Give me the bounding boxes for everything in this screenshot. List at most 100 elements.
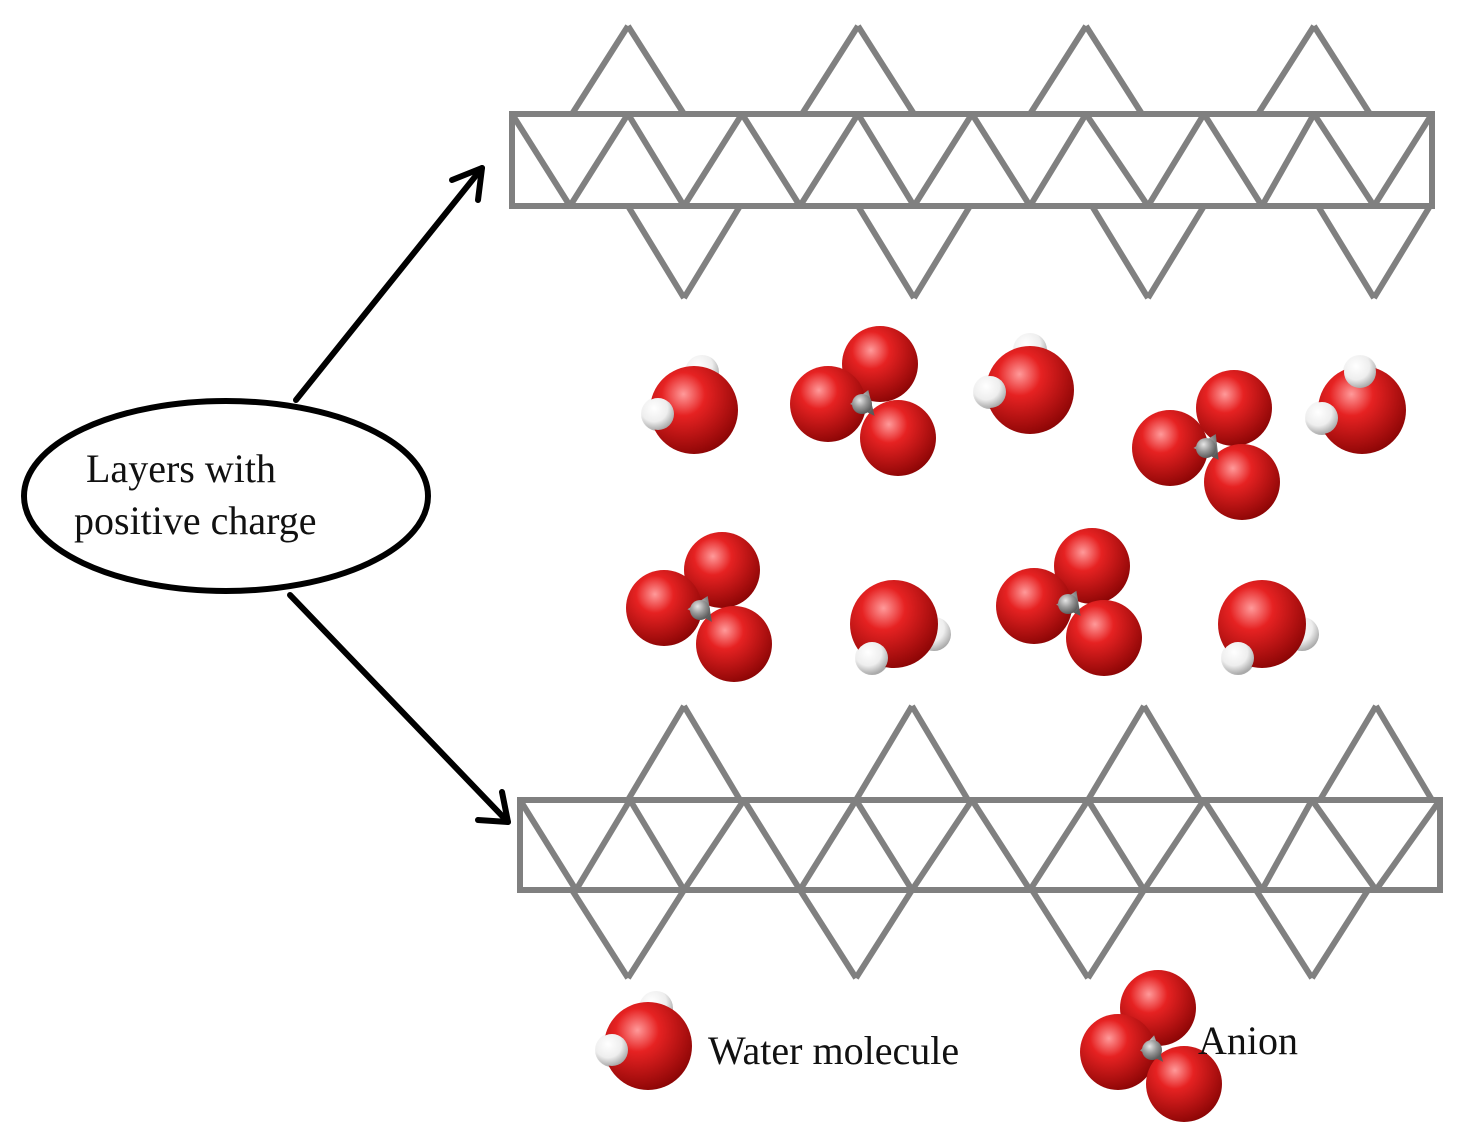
layer-edge <box>1085 888 1147 980</box>
layer-edge <box>625 24 687 116</box>
layer-edge <box>739 112 803 208</box>
layer-edge <box>627 798 687 892</box>
hydrogen-atom <box>596 1034 628 1066</box>
layer-edge <box>1309 798 1379 892</box>
arrow-to-top-layer <box>293 165 485 403</box>
oxygen-atom <box>1132 410 1208 486</box>
layer-edge <box>909 798 975 892</box>
oxygen-atom <box>790 366 866 442</box>
oxygen-atom <box>1146 1046 1222 1122</box>
water-molecule <box>595 991 692 1090</box>
layer-edge <box>1201 112 1265 208</box>
hydrogen-atom <box>856 642 888 674</box>
oxygen-atom <box>1080 1014 1156 1090</box>
arrow-to-bottom-layer <box>287 592 511 825</box>
layer-edge <box>909 704 971 802</box>
layer-edge <box>799 24 861 116</box>
water-molecule <box>1218 580 1319 675</box>
layer-edge <box>855 24 917 116</box>
oxygen-atom <box>996 568 1072 644</box>
water-molecule <box>973 333 1074 434</box>
oxygen-atom <box>626 570 702 646</box>
oxygen-atom <box>696 606 772 682</box>
bottom-positive-layer <box>517 704 1443 980</box>
oxygen-atom <box>986 346 1074 434</box>
layer-edge <box>625 888 687 980</box>
interlayer-molecules <box>626 326 1406 682</box>
layer-edge <box>1027 798 1091 892</box>
top-positive-layer <box>509 24 1435 300</box>
layer-edge <box>1311 24 1373 116</box>
layer-edge <box>855 204 917 300</box>
layer-edge <box>1311 112 1377 208</box>
layer-edge <box>1089 204 1151 300</box>
layer-edge <box>969 112 1033 208</box>
layer-edge <box>1309 888 1371 980</box>
layer-edge <box>681 112 745 208</box>
oxygen-atom <box>1066 600 1142 676</box>
hydrogen-atom <box>1344 356 1376 388</box>
hydrogen-atom <box>1222 642 1254 674</box>
layer-edge <box>1253 888 1315 980</box>
layer-edge <box>853 704 915 802</box>
anion <box>626 532 772 682</box>
legend-water-label: Water molecule <box>708 1028 959 1073</box>
legend: Water molecule Anion <box>595 970 1298 1122</box>
oxygen-atom <box>650 366 738 454</box>
oxygen-atom <box>684 532 760 608</box>
oxygen-atom <box>1196 370 1272 446</box>
layer-edge <box>681 704 743 802</box>
layer-frame <box>509 111 1435 209</box>
layer-edge <box>1085 798 1147 892</box>
oxygen-atom <box>860 400 936 476</box>
hydrogen-atom <box>974 376 1006 408</box>
oxygen-atom <box>604 1002 692 1090</box>
callout-line-1: Layers with <box>86 446 276 491</box>
layer-edge <box>1083 112 1151 208</box>
oxygen-atom <box>1318 366 1406 454</box>
layer-edge <box>569 24 631 116</box>
layer-callout: Layers with positive charge <box>21 398 431 594</box>
legend-anion-label: Anion <box>1198 1018 1298 1063</box>
layer-edge <box>517 798 579 892</box>
layer-edge <box>1029 888 1091 980</box>
layer-edge <box>911 204 973 300</box>
layer-edge <box>1317 704 1379 802</box>
layer-edge <box>853 798 915 892</box>
layer-frame <box>517 797 1443 893</box>
layer-edge <box>911 112 975 208</box>
carbon-atom <box>1142 1040 1162 1060</box>
layer-edge <box>569 888 631 980</box>
layer-edge <box>573 798 633 892</box>
layer-edge <box>797 888 859 980</box>
layer-edge <box>1259 798 1315 892</box>
layer-edge <box>1141 704 1203 802</box>
layer-edge <box>1371 204 1433 300</box>
layer-edge <box>1315 204 1377 300</box>
anion <box>1080 970 1222 1122</box>
layer-edge <box>853 888 915 980</box>
layer-edge <box>1259 112 1317 208</box>
callout-line-2: positive charge <box>74 498 317 543</box>
water-molecule <box>850 580 951 675</box>
layer-edge <box>1145 112 1207 208</box>
layer-edge <box>1201 798 1265 892</box>
carbon-atom <box>1058 594 1078 614</box>
layer-edge <box>797 798 859 892</box>
layer-edge <box>1085 704 1147 802</box>
layer-edge <box>1371 112 1435 208</box>
oxygen-atom <box>1204 444 1280 520</box>
layer-edge <box>1027 24 1089 116</box>
layer-edge <box>625 704 687 802</box>
carbon-atom <box>852 394 872 414</box>
layer-edge <box>1373 798 1443 892</box>
layer-edge <box>509 112 573 208</box>
anion <box>1132 370 1280 520</box>
layer-edge <box>625 204 687 300</box>
layer-edge <box>567 112 631 208</box>
water-molecule <box>641 355 738 454</box>
carbon-atom <box>1196 438 1216 458</box>
carbon-atom <box>690 600 710 620</box>
layer-edge <box>681 204 743 300</box>
anion <box>996 528 1142 676</box>
